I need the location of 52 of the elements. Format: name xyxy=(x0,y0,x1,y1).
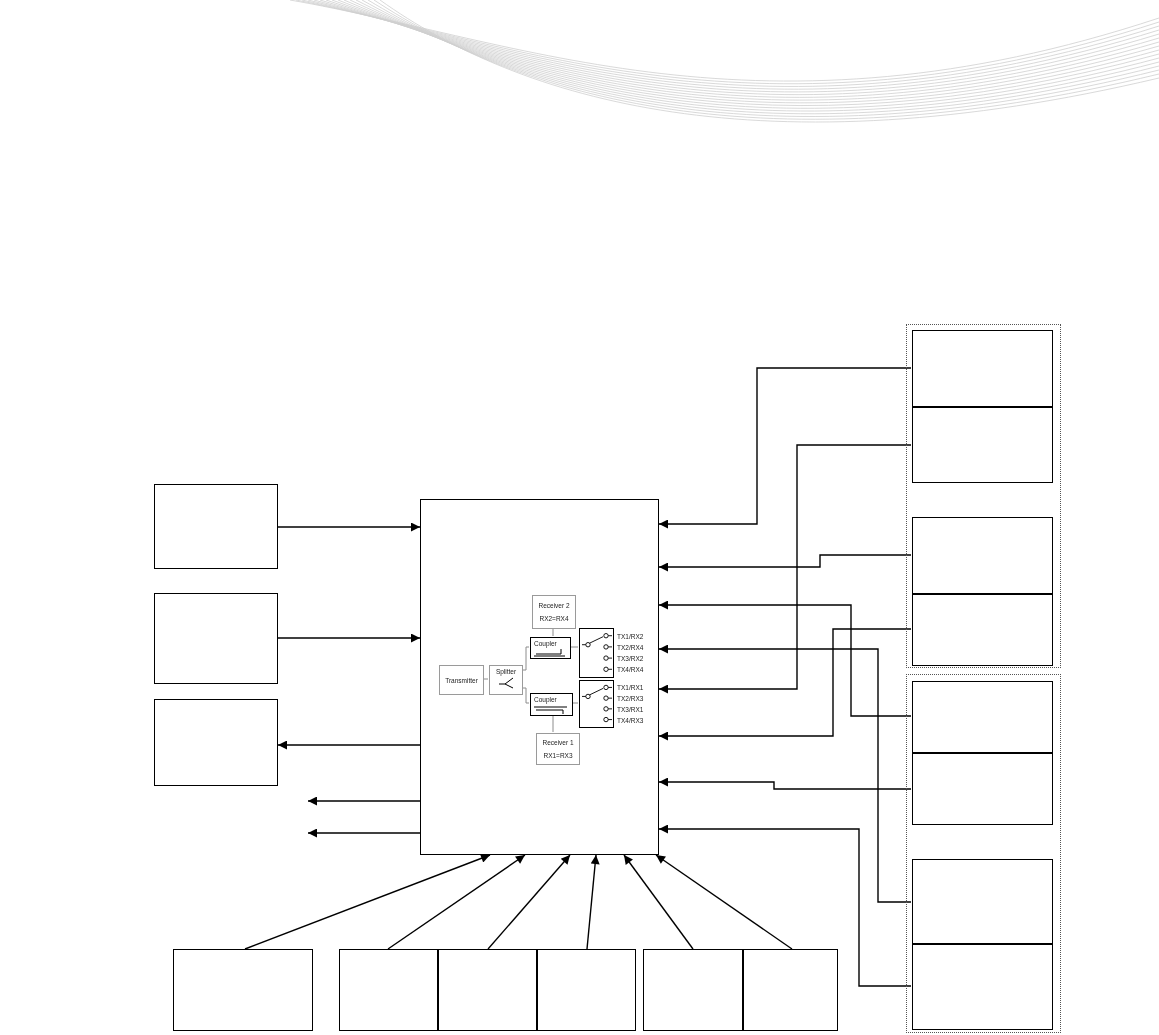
empty-box xyxy=(912,753,1053,825)
main-unit-box xyxy=(420,499,659,855)
empty-box xyxy=(154,484,278,569)
empty-box xyxy=(339,949,438,1031)
coupler-box xyxy=(530,637,571,659)
empty-box xyxy=(912,594,1053,666)
empty-box xyxy=(438,949,537,1031)
arrow xyxy=(307,828,421,838)
arrow xyxy=(277,522,421,532)
arrow xyxy=(655,854,793,950)
connector-line xyxy=(569,646,579,648)
arrow xyxy=(487,854,571,950)
arrow xyxy=(387,854,526,950)
arrow xyxy=(658,824,912,987)
arrow xyxy=(658,628,912,741)
empty-box xyxy=(912,517,1053,594)
arrow xyxy=(658,644,912,903)
connector-line xyxy=(552,714,554,733)
component-box xyxy=(439,665,484,695)
empty-box xyxy=(173,949,313,1031)
coupler-box xyxy=(530,693,573,716)
arrow xyxy=(658,554,912,572)
empty-box xyxy=(912,407,1053,483)
empty-box xyxy=(154,699,278,786)
component-box xyxy=(536,733,580,765)
arrow xyxy=(277,633,421,643)
empty-box xyxy=(743,949,838,1031)
arrow xyxy=(244,854,491,950)
connector-line xyxy=(482,678,489,680)
empty-box xyxy=(912,859,1053,944)
empty-box xyxy=(912,681,1053,753)
empty-box xyxy=(912,944,1053,1030)
empty-box xyxy=(537,949,636,1031)
splitter-box xyxy=(489,665,523,695)
connector-line xyxy=(521,687,530,704)
empty-box xyxy=(154,593,278,684)
arrow xyxy=(586,854,600,950)
dotted-group-frame xyxy=(906,324,1061,668)
dotted-group-frame xyxy=(906,674,1061,1033)
component-box xyxy=(532,595,576,629)
arrow xyxy=(658,777,912,790)
connector-line xyxy=(521,646,530,671)
arrow xyxy=(658,600,912,717)
arrow xyxy=(658,367,912,529)
arrow xyxy=(658,444,912,694)
connector-line xyxy=(571,702,579,704)
arrow xyxy=(623,854,694,950)
empty-box xyxy=(912,330,1053,407)
empty-box xyxy=(643,949,743,1031)
arrow xyxy=(277,740,421,750)
arrow xyxy=(307,796,421,806)
connector-line xyxy=(552,627,554,637)
